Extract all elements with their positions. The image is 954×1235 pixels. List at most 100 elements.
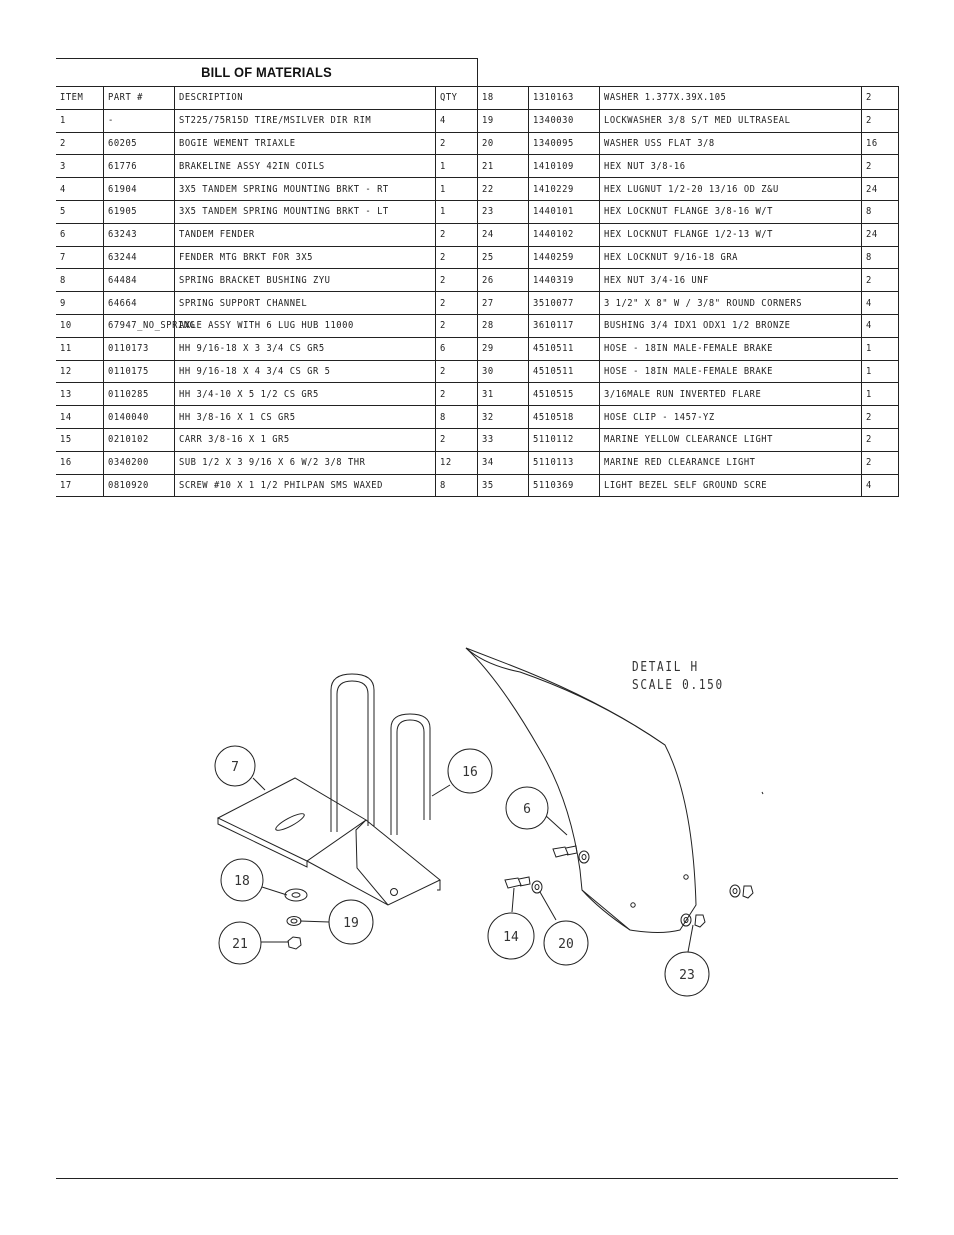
description-text: FENDER MTG BRKT FOR 3X5 bbox=[178, 251, 313, 263]
part-number-text: 1440101 bbox=[532, 206, 574, 218]
description-text: BOGIE WEMENT TRIAXLE bbox=[178, 137, 296, 149]
qty-text: 8 bbox=[865, 206, 872, 218]
item-text: 29 bbox=[481, 343, 494, 355]
part-number-text: 5110112 bbox=[532, 434, 574, 446]
qty-text: 2 bbox=[439, 388, 446, 400]
description-text: SUB 1/2 X 3 9/16 X 6 W/2 3/8 THR bbox=[178, 457, 365, 469]
left-qty-cell: 8 bbox=[434, 473, 478, 498]
callout-21 bbox=[218, 921, 262, 965]
description-text: HH 9/16-18 X 3 3/4 CS GR5 bbox=[178, 343, 325, 355]
qty-text: 8 bbox=[439, 411, 446, 423]
part-number-text: 0110173 bbox=[107, 343, 149, 355]
part-number-text: 1440319 bbox=[532, 274, 574, 286]
part-number-text: 60205 bbox=[107, 137, 137, 149]
part-number-text: 63244 bbox=[107, 251, 137, 263]
item-text: 32 bbox=[481, 411, 494, 423]
item-text: 23 bbox=[481, 206, 494, 218]
qty-text: 4 bbox=[865, 320, 872, 332]
part-number-text: 5110369 bbox=[532, 479, 574, 491]
description-text: HEX LOCKNUT FLANGE 1/2-13 W/T bbox=[603, 229, 773, 241]
part-number-text: 0810920 bbox=[107, 479, 149, 491]
item-text: ITEM bbox=[60, 92, 84, 104]
description-text: 3 1/2" X 8" W / 3/8" ROUND CORNERS bbox=[603, 297, 802, 309]
right-qty-cell: 2 bbox=[860, 450, 899, 475]
part-number-text: 1410229 bbox=[532, 183, 574, 195]
description-text: TANDEM FENDER bbox=[178, 229, 255, 241]
part-number-text: 0340200 bbox=[107, 457, 149, 469]
callout-20 bbox=[543, 920, 589, 966]
item-text: 20 bbox=[481, 137, 494, 149]
right-qty-cell: 1 bbox=[860, 359, 899, 384]
description-text: WASHER USS FLAT 3/8 bbox=[603, 137, 715, 149]
callout-16 bbox=[447, 748, 493, 794]
item-text: 34 bbox=[481, 457, 494, 469]
right-description-cell: LIGHT BEZEL SELF GROUND SCRE bbox=[598, 473, 862, 498]
qty-text: 4 bbox=[865, 297, 872, 309]
qty-text: 2 bbox=[439, 434, 446, 446]
qty-text: 4 bbox=[865, 479, 872, 491]
description-text: 3/16MALE RUN INVERTED FLARE bbox=[603, 388, 761, 400]
part-number-text: 1440259 bbox=[532, 251, 574, 263]
description-text: HEX LOCKNUT 9/16-18 GRA bbox=[603, 251, 738, 263]
qty-text: 2 bbox=[439, 274, 446, 286]
part-number-text: 64484 bbox=[107, 274, 137, 286]
description-text: MARINE YELLOW CLEARANCE LIGHT bbox=[603, 434, 773, 446]
item-text: 21 bbox=[481, 160, 494, 172]
item-text: 18 bbox=[481, 92, 494, 104]
part-number-text: 5110113 bbox=[532, 457, 574, 469]
callout-16-label: 16 bbox=[462, 765, 478, 780]
description-text: HH 3/8-16 X 1 CS GR5 bbox=[178, 411, 296, 423]
description-text: BRAKELINE ASSY 42IN COILS bbox=[178, 160, 325, 172]
description-text: SPRING BRACKET BUSHING ZYU bbox=[178, 274, 330, 286]
description-text: 3X5 TANDEM SPRING MOUNTING BRKT - RT bbox=[178, 183, 389, 195]
description-text: SPRING SUPPORT CHANNEL bbox=[178, 297, 307, 309]
qty-text: 1 bbox=[439, 183, 446, 195]
qty-text: 4 bbox=[439, 115, 446, 127]
qty-text: 2 bbox=[439, 365, 446, 377]
part-number-text: 4510511 bbox=[532, 343, 574, 355]
item-text: 33 bbox=[481, 434, 494, 446]
qty-text: 1 bbox=[865, 343, 872, 355]
item-text: 13 bbox=[60, 388, 72, 400]
callout-18 bbox=[220, 858, 264, 902]
item-text: 19 bbox=[481, 115, 494, 127]
qty-text: 2 bbox=[439, 137, 446, 149]
item-text: 17 bbox=[60, 479, 72, 491]
item-text: 22 bbox=[481, 183, 494, 195]
callout-20-label: 20 bbox=[558, 937, 574, 952]
part-number-text: 4510518 bbox=[532, 411, 574, 423]
callout-14-label: 14 bbox=[503, 930, 519, 945]
description-text: HOSE CLIP - 1457-YZ bbox=[603, 411, 715, 423]
part-number-text: 3610117 bbox=[532, 320, 574, 332]
callout-21-label: 21 bbox=[232, 937, 248, 952]
bom-title-box: BILL OF MATERIALS bbox=[56, 58, 477, 87]
description-text: LOCKWASHER 3/8 S/T MED ULTRASEAL bbox=[603, 115, 790, 127]
item-text: 2 bbox=[60, 137, 66, 149]
callout-23-label: 23 bbox=[679, 968, 695, 983]
part-number-text: 1340030 bbox=[532, 115, 574, 127]
qty-text: 2 bbox=[439, 229, 446, 241]
item-text: 24 bbox=[481, 229, 494, 241]
qty-text: QTY bbox=[439, 92, 457, 104]
description-text: HEX NUT 3/4-16 UNF bbox=[603, 274, 709, 286]
item-text: 31 bbox=[481, 388, 494, 400]
qty-text: 24 bbox=[865, 229, 878, 241]
description-text: MARINE RED CLEARANCE LIGHT bbox=[603, 457, 755, 469]
item-text: 10 bbox=[60, 320, 72, 332]
item-text: 16 bbox=[60, 457, 72, 469]
right-qty-cell: 16 bbox=[860, 131, 899, 156]
qty-text: 2 bbox=[865, 434, 872, 446]
qty-text: 6 bbox=[439, 343, 446, 355]
part-number-text: 0110285 bbox=[107, 388, 149, 400]
part-number-text: 61904 bbox=[107, 183, 137, 195]
item-text: 26 bbox=[481, 274, 494, 286]
bom-title-right-blank bbox=[477, 58, 899, 86]
qty-text: 24 bbox=[865, 183, 878, 195]
callout-19 bbox=[328, 899, 374, 945]
